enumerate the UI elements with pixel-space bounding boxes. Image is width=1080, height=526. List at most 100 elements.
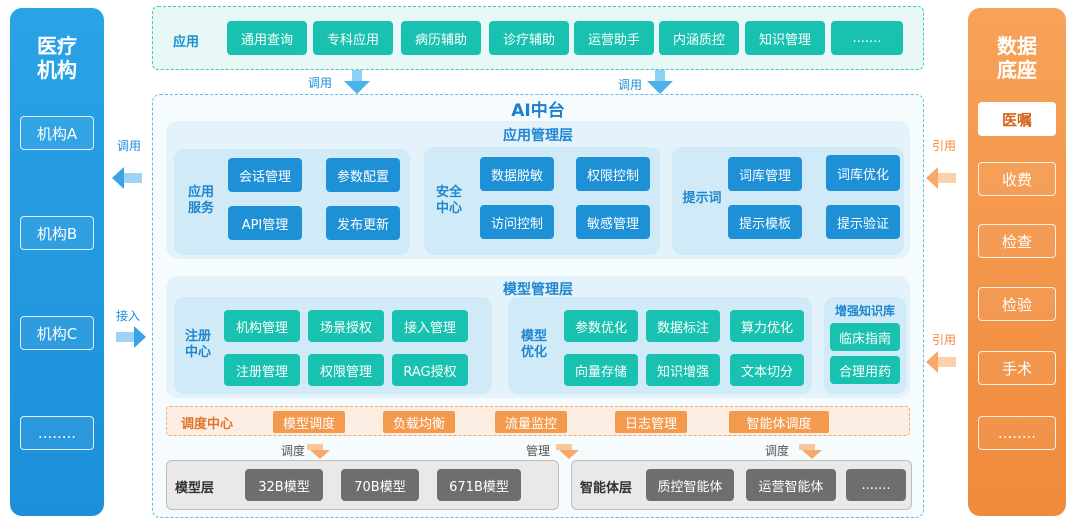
cite-arrow-bottom-icon bbox=[926, 351, 938, 373]
cite-label-top: 引用 bbox=[932, 139, 957, 153]
app-more-button[interactable]: ....... bbox=[831, 21, 903, 55]
cite-arrow-bottom-stem bbox=[938, 357, 956, 367]
param-config-button[interactable]: 参数配置 bbox=[326, 158, 400, 192]
app-specialty-button[interactable]: 专科应用 bbox=[313, 21, 393, 55]
schedule-label-1: 调度 bbox=[281, 444, 306, 458]
app-quality-control-button[interactable]: 内涵质控 bbox=[659, 21, 739, 55]
app-general-query-button[interactable]: 通用查询 bbox=[227, 21, 307, 55]
data-foundation-title: 数据 底座 bbox=[968, 34, 1066, 82]
agent-scheduling-button[interactable]: 智能体调度 bbox=[729, 411, 829, 433]
app-operations-assistant-button[interactable]: 运营助手 bbox=[574, 21, 654, 55]
sensitive-mgmt-button[interactable]: 敏感管理 bbox=[576, 205, 650, 239]
session-mgmt-button[interactable]: 会话管理 bbox=[228, 158, 302, 192]
cite-arrow-top-icon bbox=[926, 167, 938, 189]
call-arrow-down-1-icon bbox=[344, 81, 370, 94]
app-knowledge-mgmt-button[interactable]: 知识管理 bbox=[745, 21, 825, 55]
data-item-exam[interactable]: 检查 bbox=[978, 224, 1056, 258]
org-item-c[interactable]: 机构C bbox=[20, 316, 94, 350]
schedule-arrow-1-stem bbox=[307, 444, 323, 450]
clinical-guide-button[interactable]: 临床指南 bbox=[830, 323, 900, 351]
schedule-arrow-2-stem bbox=[799, 444, 815, 450]
org-mgmt-button[interactable]: 机构管理 bbox=[224, 310, 300, 342]
app-emr-assist-button[interactable]: 病历辅助 bbox=[401, 21, 481, 55]
medical-institutions-panel: 医疗 机构 机构A 机构B 机构C ........ bbox=[10, 8, 104, 516]
app-management-layer-title: 应用管理层 bbox=[503, 128, 573, 144]
operations-agent-button[interactable]: 运营智能体 bbox=[746, 469, 836, 501]
data-masking-button[interactable]: 数据脱敏 bbox=[480, 157, 554, 191]
manage-label: 管理 bbox=[526, 444, 551, 458]
registry-center-label: 注册 中心 bbox=[178, 329, 218, 361]
data-foundation-title-line1: 数据 bbox=[997, 34, 1037, 58]
prompt-validate-button[interactable]: 提示验证 bbox=[826, 205, 900, 239]
text-split-button[interactable]: 文本切分 bbox=[730, 354, 804, 386]
param-optimize-button[interactable]: 参数优化 bbox=[564, 310, 638, 342]
api-mgmt-button[interactable]: API管理 bbox=[228, 206, 302, 240]
lexicon-optimize-button[interactable]: 词库优化 bbox=[826, 155, 900, 191]
model-management-layer: 模型管理层 注册 中心 机构管理 场景授权 接入管理 注册管理 权限管理 RAG… bbox=[166, 276, 910, 398]
agent-layer: 智能体层 质控智能体 运营智能体 ....... bbox=[571, 460, 912, 510]
model-671b-button[interactable]: 671B模型 bbox=[437, 469, 521, 501]
security-center-group: 安全 中心 数据脱敏 权限控制 访问控制 敏感管理 bbox=[424, 147, 660, 255]
model-scheduling-button[interactable]: 模型调度 bbox=[273, 411, 345, 433]
security-center-label-line1: 安全 bbox=[435, 185, 462, 200]
org-item-a[interactable]: 机构A bbox=[20, 116, 94, 150]
call-arrow-down-2-icon bbox=[647, 81, 673, 94]
cite-arrow-top-stem bbox=[938, 173, 956, 183]
data-item-more[interactable]: ........ bbox=[978, 416, 1056, 450]
app-service-label: 应用 服务 bbox=[180, 185, 222, 217]
registration-mgmt-button[interactable]: 注册管理 bbox=[224, 354, 300, 386]
traffic-monitor-button[interactable]: 流量监控 bbox=[495, 411, 567, 433]
prompt-template-button[interactable]: 提示模板 bbox=[728, 205, 802, 239]
scenario-auth-button[interactable]: 场景授权 bbox=[308, 310, 384, 342]
more-agents-button[interactable]: ....... bbox=[846, 469, 906, 501]
data-annotation-button[interactable]: 数据标注 bbox=[646, 310, 720, 342]
institutions-title-line2: 机构 bbox=[37, 58, 77, 82]
model-optimize-label: 模型 优化 bbox=[512, 329, 556, 361]
data-item-orders[interactable]: 医嘱 bbox=[978, 102, 1056, 136]
rag-auth-button[interactable]: RAG授权 bbox=[392, 354, 468, 386]
cite-label-bottom: 引用 bbox=[932, 333, 957, 347]
call-arrow-down-2-stem bbox=[655, 70, 665, 81]
org-item-more[interactable]: ........ bbox=[20, 416, 94, 450]
ai-platform-title: AI中台 bbox=[511, 100, 565, 121]
access-control-button[interactable]: 访问控制 bbox=[480, 205, 554, 239]
model-70b-button[interactable]: 70B模型 bbox=[341, 469, 419, 501]
data-foundation-title-line2: 底座 bbox=[997, 58, 1037, 82]
data-item-billing[interactable]: 收费 bbox=[978, 162, 1056, 196]
data-item-lab[interactable]: 检验 bbox=[978, 287, 1056, 321]
schedule-label-2: 调度 bbox=[765, 444, 790, 458]
prompt-label: 提示词 bbox=[682, 191, 722, 206]
rational-drug-use-button[interactable]: 合理用药 bbox=[830, 356, 900, 384]
quality-agent-button[interactable]: 质控智能体 bbox=[646, 469, 734, 501]
publish-update-button[interactable]: 发布更新 bbox=[326, 206, 400, 240]
scheduling-center: 调度中心 模型调度 负载均衡 流量监控 日志管理 智能体调度 bbox=[166, 406, 910, 436]
access-label: 接入 bbox=[116, 309, 141, 323]
model-optimize-group: 模型 优化 参数优化 数据标注 算力优化 向量存储 知识增强 文本切分 bbox=[508, 297, 812, 394]
manage-arrow-icon bbox=[559, 450, 579, 459]
knowledge-enhance-button[interactable]: 知识增强 bbox=[646, 354, 720, 386]
schedule-arrow-1-icon bbox=[310, 450, 330, 459]
call-arrow-left-icon bbox=[112, 167, 124, 189]
compute-optimize-button[interactable]: 算力优化 bbox=[730, 310, 804, 342]
registry-center-group: 注册 中心 机构管理 场景授权 接入管理 注册管理 权限管理 RAG授权 bbox=[174, 297, 492, 394]
vector-storage-button[interactable]: 向量存储 bbox=[564, 354, 638, 386]
schedule-arrow-2-icon bbox=[802, 450, 822, 459]
data-item-surgery[interactable]: 手术 bbox=[978, 351, 1056, 385]
model-management-layer-title: 模型管理层 bbox=[503, 282, 573, 298]
app-diagnosis-assist-button[interactable]: 诊疗辅助 bbox=[489, 21, 569, 55]
model-32b-button[interactable]: 32B模型 bbox=[245, 469, 323, 501]
permission-control-button[interactable]: 权限控制 bbox=[576, 157, 650, 191]
lexicon-mgmt-button[interactable]: 词库管理 bbox=[728, 157, 802, 191]
access-mgmt-button[interactable]: 接入管理 bbox=[392, 310, 468, 342]
call-label-top-2: 调用 bbox=[618, 78, 643, 92]
prompt-group: 提示词 词库管理 词库优化 提示模板 提示验证 bbox=[672, 147, 904, 255]
model-layer-label: 模型层 bbox=[175, 481, 215, 496]
permission-mgmt-button[interactable]: 权限管理 bbox=[308, 354, 384, 386]
load-balance-button[interactable]: 负载均衡 bbox=[383, 411, 455, 433]
app-service-group: 应用 服务 会话管理 参数配置 API管理 发布更新 bbox=[174, 149, 410, 255]
log-mgmt-button[interactable]: 日志管理 bbox=[615, 411, 687, 433]
call-arrow-stem bbox=[124, 173, 142, 183]
application-layer-label: 应用 bbox=[173, 35, 200, 50]
org-item-b[interactable]: 机构B bbox=[20, 216, 94, 250]
app-service-label-line2: 服务 bbox=[187, 201, 214, 216]
